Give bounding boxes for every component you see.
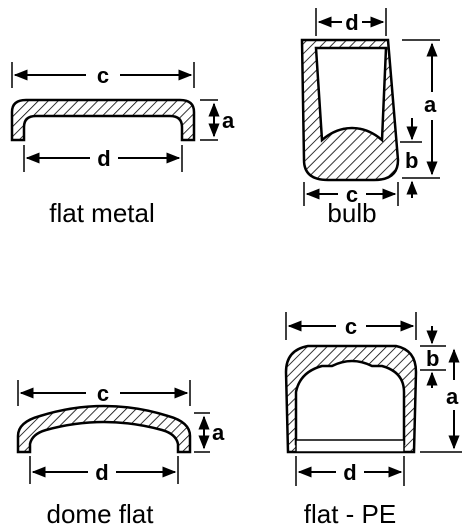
bulb-diagram: d a b c bulb xyxy=(300,8,440,228)
flat-pe-cap-shape xyxy=(284,344,418,454)
dome-flat-caption: dome flat xyxy=(47,499,155,529)
dome-flat-a-label: a xyxy=(212,420,225,445)
flat-metal-c-label: c xyxy=(97,63,109,88)
bulb-c-label: c xyxy=(346,182,358,207)
flat-metal-diagram: c d a flat metal xyxy=(10,62,235,228)
flat-metal-cap-shape xyxy=(10,98,196,142)
flat-pe-diagram: c d b a flat - PE xyxy=(284,312,462,529)
bulb-b-label: b xyxy=(405,148,418,173)
flat-pe-c-label: c xyxy=(345,314,357,339)
flat-pe-a-label: a xyxy=(446,384,459,409)
flat-pe-caption: flat - PE xyxy=(304,499,396,529)
dome-flat-c-label: c xyxy=(97,381,109,406)
flat-metal-a-label: a xyxy=(222,108,235,133)
flat-pe-rim xyxy=(295,439,405,453)
dome-flat-cap-shape xyxy=(16,404,192,454)
dome-flat-diagram: c d a dome flat xyxy=(16,380,225,529)
bulb-d-label: d xyxy=(345,10,358,35)
dome-flat-d-label: d xyxy=(95,460,108,485)
flat-pe-b-label: b xyxy=(426,346,439,371)
bulb-caption: bulb xyxy=(327,198,376,228)
bulb-a-label: a xyxy=(424,92,437,117)
flat-metal-d-label: d xyxy=(97,146,110,171)
flat-pe-d-label: d xyxy=(343,460,356,485)
flat-metal-caption: flat metal xyxy=(49,198,155,228)
bulb-cap-shape xyxy=(300,38,400,182)
